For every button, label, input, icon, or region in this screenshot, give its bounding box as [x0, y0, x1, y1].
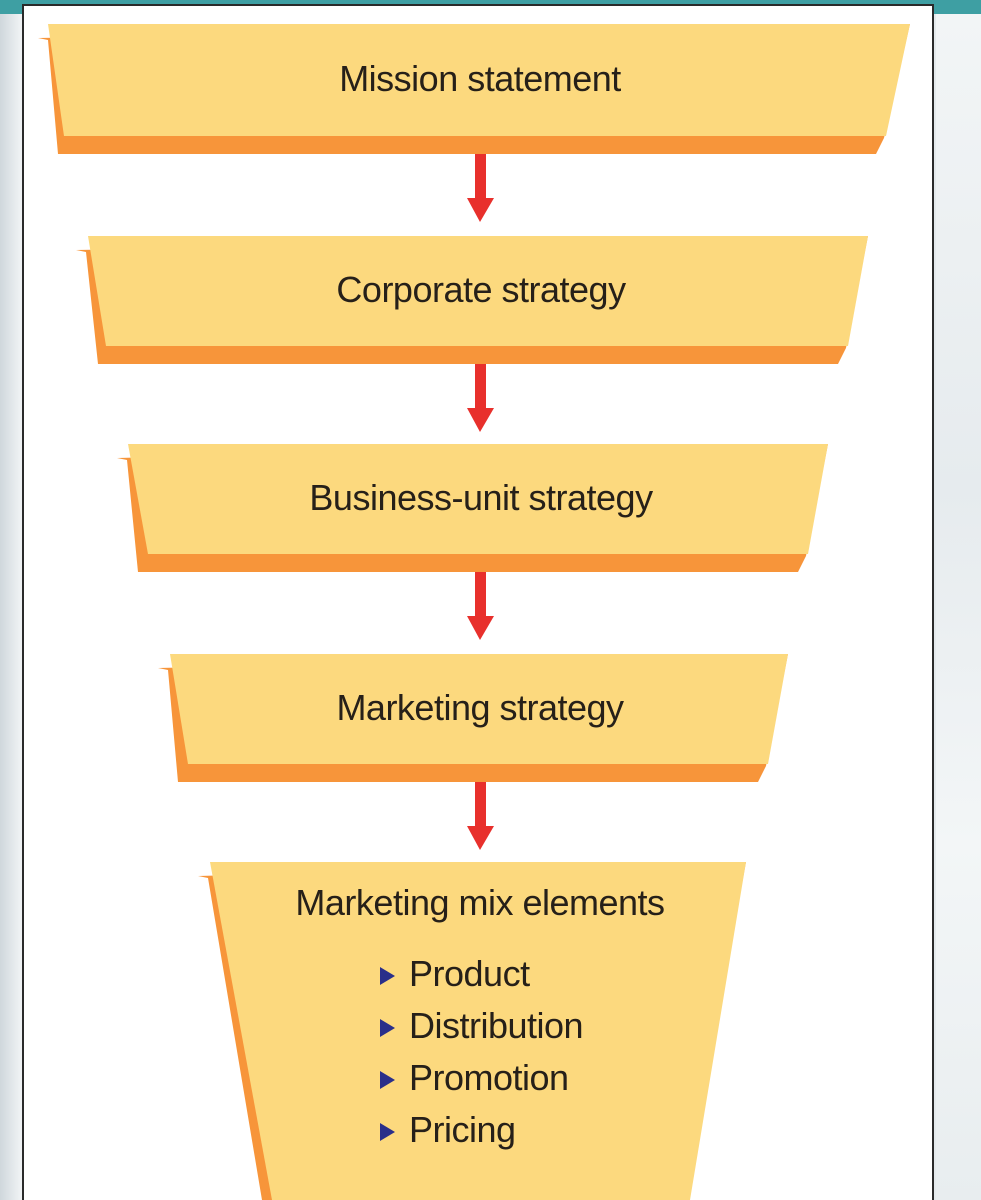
stage-box-business-unit-strategy: [117, 444, 828, 572]
stage-label-corporate-strategy: Corporate strategy: [336, 269, 626, 310]
stage-box-mission-statement: [38, 24, 910, 154]
arrow-head: [467, 616, 494, 640]
arrow-shaft: [475, 154, 486, 202]
mix-item-label: Product: [409, 953, 530, 994]
arrow-shaft: [475, 572, 486, 620]
triangle-bullet-icon: [380, 1123, 395, 1141]
arrow-head: [467, 408, 494, 432]
stage-box-face: [210, 862, 746, 1200]
triangle-bullet-icon: [380, 967, 395, 985]
arrow-down: [467, 364, 494, 432]
arrow-down: [467, 782, 494, 850]
stage-box-face: [128, 444, 828, 554]
stage-label-marketing-strategy: Marketing strategy: [336, 687, 624, 728]
mix-item-label: Promotion: [409, 1057, 569, 1098]
stage-box-marketing-strategy: [158, 654, 788, 782]
triangle-bullet-icon: [380, 1071, 395, 1089]
stage-box-corporate-strategy: [76, 236, 868, 364]
arrow-shaft: [475, 364, 486, 412]
list-item: Distribution: [380, 1000, 584, 1052]
marketing-mix-title: Marketing mix elements: [295, 882, 665, 923]
arrow-head: [467, 826, 494, 850]
list-item: Promotion: [380, 1052, 583, 1104]
stage-label-mission-statement: Mission statement: [339, 58, 621, 99]
stage-box-face: [88, 236, 868, 346]
triangle-bullet-icon: [380, 1019, 395, 1037]
arrow-down: [467, 154, 494, 222]
mix-item-label: Pricing: [409, 1109, 516, 1150]
stage-box-face: [48, 24, 910, 136]
arrow-down: [467, 572, 494, 640]
marketing-mix-list: Product Distribution Promotion Pricing: [380, 948, 584, 1156]
background-decoration: [936, 14, 981, 1200]
arrow-head: [467, 198, 494, 222]
stage-label-business-unit-strategy: Business-unit strategy: [309, 477, 653, 518]
list-item: Pricing: [380, 1104, 583, 1156]
stage-box-face: [170, 654, 788, 764]
arrow-shaft: [475, 782, 486, 830]
stage-box-marketing-mix: [198, 862, 746, 1200]
mix-item-label: Distribution: [409, 1005, 584, 1046]
list-item: Product: [380, 948, 583, 1000]
